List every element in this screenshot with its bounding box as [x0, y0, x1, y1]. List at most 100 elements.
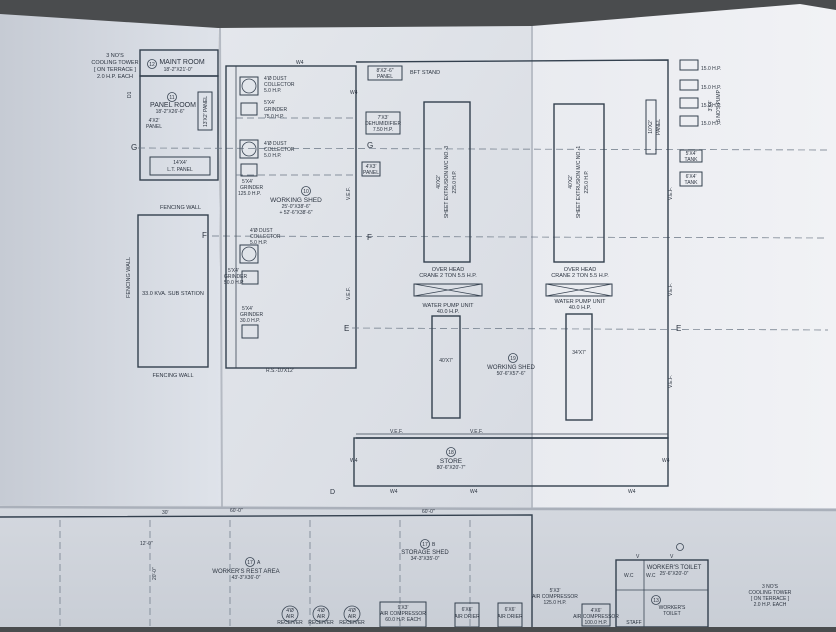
ventilator-labels: V.E.F. V.E.F. V.E.F. V.E.F. V.E.F. V.E.F… — [346, 187, 674, 435]
svg-text:COLLECTOR: COLLECTOR — [264, 147, 295, 153]
fencing-wall-side-label: FENCING WALL — [126, 257, 132, 298]
svg-text:3'X4': 3'X4' — [708, 101, 714, 112]
grinder-1: 5'X4' GRINDER 75.0 H.P. — [240, 100, 287, 120]
lower-machine-left: 40'X7' — [431, 315, 461, 419]
grid-line-f — [211, 235, 829, 239]
store: 18 STORE 80'-6"X20'-7" — [353, 437, 669, 487]
svg-text:15.0 H.P.: 15.0 H.P. — [701, 85, 721, 91]
svg-text:GRINDER: GRINDER — [224, 274, 247, 280]
svg-text:4'X2': 4'X2' — [149, 118, 160, 124]
svg-text:[ ON TERRACE ]: [ ON TERRACE ] — [94, 67, 137, 73]
svg-text:PANEL: PANEL — [656, 119, 662, 135]
svg-text:PANEL ROOM: PANEL ROOM — [150, 102, 196, 109]
svg-text:RECEIVER: RECEIVER — [339, 620, 365, 626]
grid-f-left: F — [202, 231, 207, 240]
svg-text:W4: W4 — [662, 458, 670, 464]
svg-text:W.C: W.C — [646, 573, 656, 579]
svg-text:225.0 H.P.: 225.0 H.P. — [452, 171, 458, 194]
svg-text:W4: W4 — [628, 489, 636, 495]
svg-text:17: 17 — [422, 542, 428, 548]
svg-text:34'-3"X35'-0": 34'-3"X35'-0" — [411, 556, 440, 562]
svg-text:5'X4': 5'X4' — [686, 151, 697, 157]
working-shed-left: 10 WORKING SHED 25'-0"X38'-6" + 52'-6"X3… — [225, 65, 357, 369]
door-d1-label: D1 — [127, 91, 133, 98]
svg-text:MAINT ROOM: MAINT ROOM — [159, 59, 205, 66]
svg-text:PANEL: PANEL — [146, 124, 162, 130]
svg-text:TANK: TANK — [685, 180, 699, 186]
svg-text:5.0 H.P.: 5.0 H.P. — [264, 153, 281, 159]
svg-text:18'-2"X21'-0": 18'-2"X21'-0" — [164, 67, 193, 73]
svg-text:9'X3': 9'X3' — [398, 605, 409, 611]
svg-text:20'-0": 20'-0" — [152, 567, 158, 580]
svg-text:4'Ø: 4'Ø — [317, 608, 325, 614]
svg-text:PANEL: PANEL — [377, 74, 393, 80]
paper-panel-left — [0, 14, 222, 508]
svg-text:12: 12 — [149, 62, 155, 68]
dust-collector-2: 4'Ø DUST COLLECTOR 5.0 H.P. — [239, 139, 295, 159]
svg-text:4'Ø DUST: 4'Ø DUST — [250, 228, 273, 234]
grid-line-g — [137, 147, 829, 151]
svg-text:+ 52'-6"X38'-6": + 52'-6"X38'-6" — [279, 210, 312, 216]
substation: 33.0 KVA. SUB STATION — [137, 214, 209, 368]
svg-text:125.0 H.P.: 125.0 H.P. — [544, 600, 567, 606]
rs-label: R.S.-10'X12' — [266, 368, 294, 374]
cooling-tower-bottom-label: 3 NO'S COOLING TOWER [ ON TERRACE ] 2.0 … — [749, 584, 792, 608]
svg-text:18: 18 — [448, 450, 454, 456]
svg-text:2.0 H.P. EACH: 2.0 H.P. EACH — [754, 602, 787, 608]
svg-text:2.0 H.P. EACH: 2.0 H.P. EACH — [97, 74, 133, 80]
grinder-4: 5'X4' GRINDER 30.0 H.P. — [240, 306, 263, 339]
svg-text:60'-0": 60'-0" — [422, 509, 435, 515]
svg-text:4'Ø DUST: 4'Ø DUST — [264, 76, 287, 82]
svg-text:V.E.F.: V.E.F. — [390, 429, 403, 435]
svg-text:4'Ø DUST: 4'Ø DUST — [264, 141, 287, 147]
svg-text:15.0 H.P.: 15.0 H.P. — [701, 121, 721, 127]
svg-text:V.E.F.: V.E.F. — [470, 429, 483, 435]
svg-text:19: 19 — [510, 356, 516, 362]
svg-text:V: V — [636, 554, 640, 560]
svg-text:4'X6': 4'X6' — [591, 608, 602, 614]
svg-text:8'X2'-6": 8'X2'-6" — [376, 68, 393, 74]
svg-text:100.0 H.P.: 100.0 H.P. — [585, 620, 608, 626]
svg-text:5.0 H.P.: 5.0 H.P. — [250, 240, 267, 246]
svg-text:125.0 H.P.: 125.0 H.P. — [238, 191, 261, 197]
svg-text:5'X3': 5'X3' — [550, 588, 561, 594]
svg-text:WATER PUMP UNIT: WATER PUMP UNIT — [423, 303, 475, 309]
svg-text:5 NO'S PUMP: 5 NO'S PUMP — [716, 89, 722, 121]
paper-panel-middle — [218, 26, 532, 510]
dust-collector-3: 4'Ø DUST COLLECTOR 5.0 H.P. — [239, 228, 281, 264]
svg-text:15.0 H.P.: 15.0 H.P. — [701, 103, 721, 109]
svg-text:RECEIVER: RECEIVER — [277, 620, 303, 626]
svg-text:5'X4': 5'X4' — [242, 306, 253, 312]
grid-e-left: E — [344, 324, 349, 333]
grinder-2: 5'X4' GRINDER 125.0 H.P. — [238, 163, 263, 197]
svg-text:A: A — [257, 560, 261, 566]
grid-d-label: D — [330, 489, 335, 496]
svg-text:40'X7': 40'X7' — [439, 358, 453, 364]
svg-text:225.0 H.P.: 225.0 H.P. — [584, 171, 590, 194]
svg-text:W4: W4 — [350, 90, 358, 96]
svg-text:OVER HEAD: OVER HEAD — [432, 267, 464, 273]
svg-text:4'Ø: 4'Ø — [348, 608, 356, 614]
tank-6x4: 6'X4' TANK — [679, 171, 703, 187]
paper-panel-bottom — [0, 505, 836, 627]
svg-text:COOLING TOWER: COOLING TOWER — [91, 60, 138, 66]
dust-collector-1: 4'Ø DUST COLLECTOR 5.0 H.P. — [239, 76, 295, 96]
svg-text:AIR DRIER: AIR DRIER — [454, 614, 480, 620]
svg-text:WORKER'S TOILET: WORKER'S TOILET — [647, 565, 702, 571]
svg-text:40.0 H.P.: 40.0 H.P. — [437, 309, 460, 315]
svg-text:WORKING SHED: WORKING SHED — [270, 197, 322, 204]
paper-panel-right — [532, 4, 836, 512]
svg-text:W.C: W.C — [624, 573, 634, 579]
grid-g-left: G — [131, 143, 137, 152]
svg-text:6'X4': 6'X4' — [686, 174, 697, 180]
misc-dimension-30: 30' — [162, 510, 169, 516]
svg-text:50'-6"X57'-6": 50'-6"X57'-6" — [497, 371, 526, 377]
panel-4x3: 4'X3' PANEL — [361, 161, 381, 177]
fencing-wall-bottom-label: FENCING WALL — [152, 373, 193, 379]
svg-text:AIR: AIR — [317, 614, 326, 620]
sheet-extrusion-machine-1: 40'X2' SHEET EXTRUSION M/C NO.-1 225.0 H… — [553, 103, 605, 263]
panel-8x2: 8'X2'-6" PANEL — [367, 65, 403, 81]
svg-text:AIR: AIR — [286, 614, 295, 620]
